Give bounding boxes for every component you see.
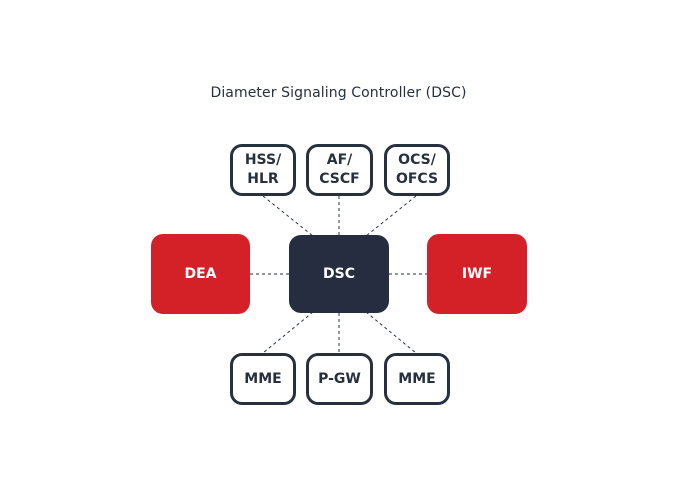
- node-hss-hlr: HSS/ HLR: [230, 144, 296, 196]
- node-mme-left: MME: [230, 353, 296, 405]
- link-mme-left: [262, 311, 314, 354]
- diagram-title: Diameter Signaling Controller (DSC): [210, 85, 467, 101]
- node-af-cscf: AF/ CSCF: [306, 144, 373, 196]
- node-ocs-ofcs: OCS/ OFCS: [384, 144, 450, 196]
- link-mme-right: [365, 311, 417, 354]
- node-dea: DEA: [151, 234, 250, 314]
- link-ocs: [365, 195, 417, 237]
- link-hss: [262, 195, 314, 237]
- node-dsc: DSC: [289, 235, 389, 313]
- node-iwf: IWF: [427, 234, 527, 314]
- node-p-gw: P-GW: [306, 353, 373, 405]
- node-mme-right: MME: [384, 353, 450, 405]
